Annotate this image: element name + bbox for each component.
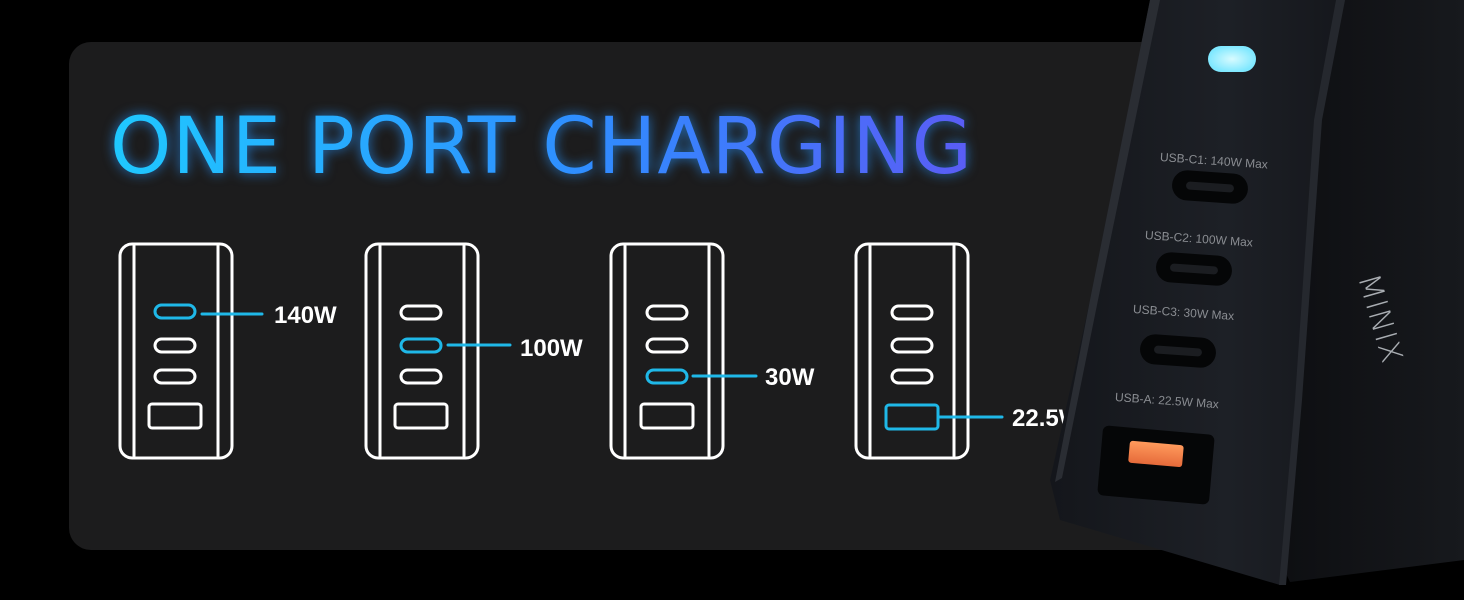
usb-c-port-2 [645,337,689,354]
charger-outline [364,242,480,460]
charger-diagram-1 [118,242,264,460]
headline: ONE PORT CHARGING [110,102,974,192]
usb-c-port-2 [153,337,197,354]
charger-outline [609,242,725,460]
usb-c-port-1 [890,304,934,321]
usb-c-port-2 [890,337,934,354]
usb-c-port-3 [399,368,443,385]
charger-outline [854,242,970,460]
charger-bevel [1055,0,1160,482]
product-port-c3 [1140,334,1216,368]
usb-c-port-3 [890,368,934,385]
usb-c-port-1 [645,304,689,321]
product-port-c2 [1156,252,1232,286]
charger-outline [118,242,234,460]
charger-diagram-4 [854,242,1004,460]
led-indicator [1208,46,1256,72]
product-port-a [1097,425,1215,505]
usb-a-port [884,403,940,431]
wattage-label-1: 140W [274,302,337,329]
usb-c-port-1 [399,304,443,321]
charger-diagram-2 [364,242,512,460]
charger-diagram-3 [609,242,758,460]
wattage-label-3: 30W [765,364,815,391]
background-panel [69,42,1249,550]
usb-c-port-3 [645,368,689,385]
usb-c-port-3 [153,368,197,385]
wattage-label-2: 100W [520,335,583,362]
usb-c-port-1 [153,303,197,320]
product-port-c1 [1172,170,1248,204]
usb-a-port [639,402,695,430]
usb-c-port-2 [399,337,443,354]
usb-a-port [147,402,203,430]
usb-a-port [393,402,449,430]
